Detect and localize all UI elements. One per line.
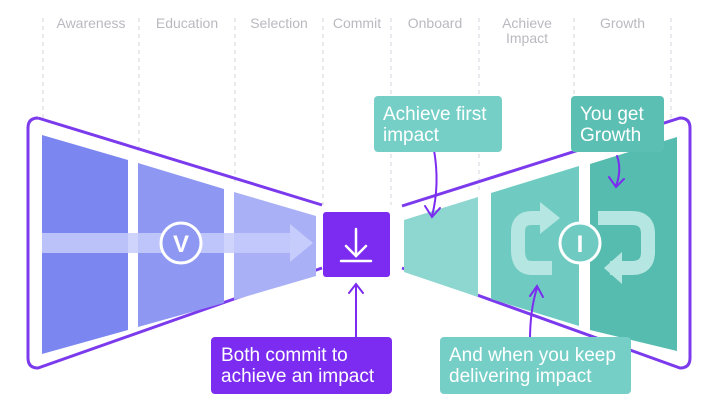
callout-first-impact: Achieve first impact: [374, 96, 502, 152]
callout-commit: Both commit to achieve an impact: [211, 337, 392, 394]
stage-label-achieve-impact: Achieve Impact: [502, 15, 552, 46]
cycle-arrowhead-bottom: [604, 252, 622, 284]
stage-label-awareness: Awareness: [56, 15, 126, 31]
stage-label-onboard: Onboard: [407, 15, 463, 31]
callout-delivering: And when you keep delivering impact: [440, 337, 631, 394]
download-arrow-icon: [339, 227, 373, 263]
callout-growth: You get Growth: [571, 96, 664, 152]
stage-label-growth: Growth: [599, 15, 646, 31]
flow-arrow-head: [290, 224, 313, 262]
onboard-panel: [404, 197, 478, 297]
growth-pointer: [615, 155, 621, 187]
left-funnel-outline: [26, 116, 323, 370]
i-badge-letter: I: [577, 231, 584, 258]
stage-label-selection: Selection: [250, 15, 308, 31]
i-badge-icon: [558, 221, 602, 265]
delivering-pointer: [529, 287, 538, 341]
cycle-arrows-icon: [511, 211, 655, 275]
cycle-arrowhead-top: [540, 202, 560, 234]
callout-pointers: [348, 149, 625, 341]
first-impact-pointer: [431, 149, 438, 217]
stage-label-commit: Commit: [332, 15, 382, 31]
achieve-impact-panel: [491, 166, 579, 326]
stage-label-education: Education: [155, 15, 219, 31]
growth-panel: [590, 137, 677, 351]
v-badge-icon: [159, 221, 203, 265]
stage-dividers: [42, 18, 672, 205]
v-badge-letter: V: [173, 231, 189, 258]
right-funnel-outline: [401, 116, 692, 370]
